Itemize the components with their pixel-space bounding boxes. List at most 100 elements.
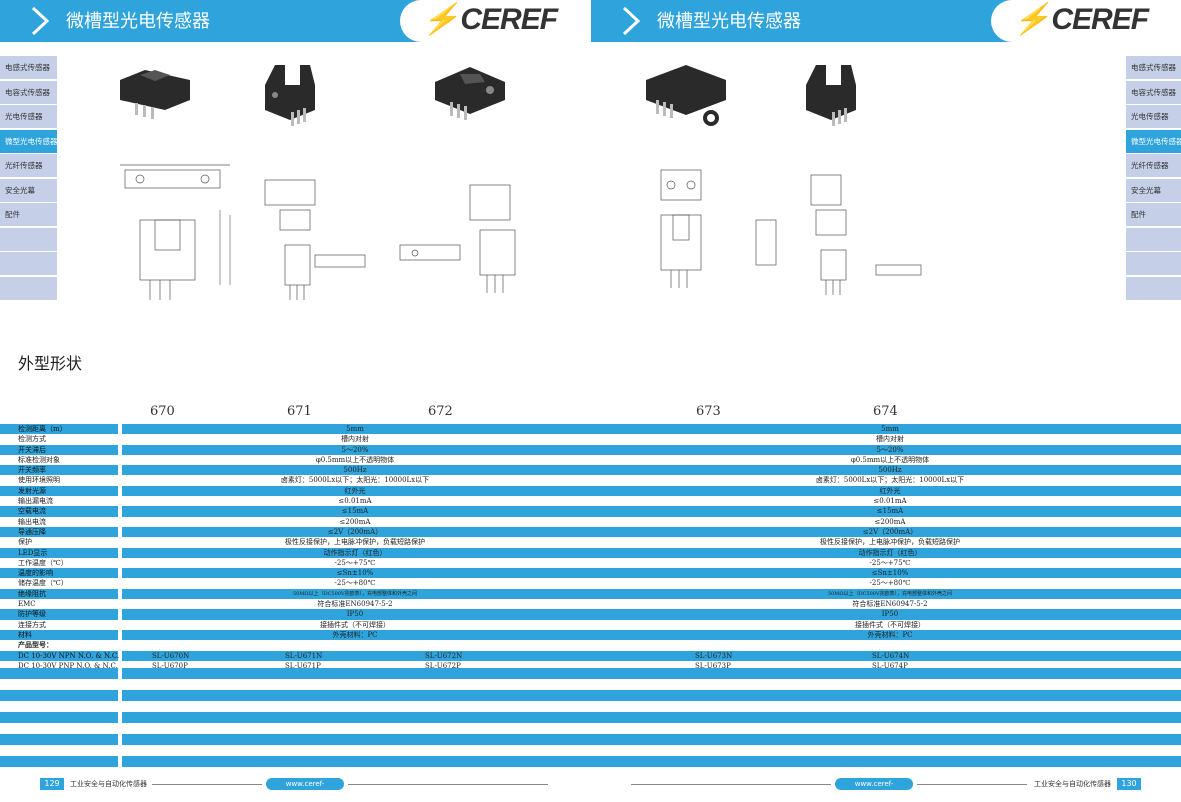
spec-label: 工作温度（℃）: [18, 558, 68, 567]
spec-value: 卤素灯：5000Lx以下；太阳光：10000Lx以下: [815, 476, 965, 485]
sidebar-item[interactable]: 光纤传感器: [1126, 154, 1181, 177]
part-number: SL-U674P: [872, 661, 908, 670]
spec-value: 5mm: [346, 425, 364, 433]
chevron-right-icon: [31, 6, 50, 36]
model-label: 671: [287, 404, 312, 419]
part-row: DC 10-30V NPN N.O. & N.C. SL-U670N SL-U6…: [0, 650, 1181, 661]
spec-row: 储存温度（℃）-25～+80℃-25～+80℃: [0, 578, 1181, 589]
spec-value: 极性反接保护，上电脉冲保护，负载短路保护: [820, 538, 960, 547]
sidebar-item[interactable]: 安全光幕: [0, 178, 57, 202]
spec-label: 保护: [18, 538, 32, 547]
sidebar-item[interactable]: 配件: [1126, 203, 1181, 226]
dimension-drawing-674: [810, 174, 922, 295]
spec-label: 空载电流: [18, 507, 46, 516]
spec-value: 槽内对射: [341, 435, 369, 444]
spec-row: 工作温度（℃）-25～+75℃-25～+75℃: [0, 557, 1181, 569]
sidebar-item-active[interactable]: 微型光电传感器: [0, 129, 57, 153]
spec-value: 槽内对射: [876, 435, 904, 444]
product-photo-674: [806, 65, 856, 126]
spec-label: 导通压降: [18, 527, 46, 536]
page-header: 微槽型光电传感器 ⚡CEREF: [591, 0, 1181, 42]
product-photo-671: [265, 65, 315, 126]
spec-label: 绝缘阻抗: [18, 589, 46, 598]
page-number: 130: [1117, 778, 1141, 790]
spec-row: 输出电流≤200mA≤200mA: [0, 516, 1181, 527]
page-header: 微槽型光电传感器 ⚡CEREF: [0, 0, 590, 42]
sidebar-item-empty[interactable]: [0, 227, 57, 251]
footer-divider: [348, 784, 548, 785]
logo-box: ⚡CEREF: [400, 0, 590, 42]
spec-value: 500Hz: [878, 466, 902, 475]
spec-row: 连接方式接插件式（不可焊接）接插件式（不可焊接）: [0, 619, 1181, 630]
product-photo-672: [435, 67, 505, 120]
spec-value: -25～+75℃: [869, 558, 911, 567]
footer-url[interactable]: www.ceref-electric.com: [835, 778, 913, 800]
sidebar-item[interactable]: 配件: [0, 203, 57, 226]
product-header: 产品型号：: [18, 640, 53, 650]
sidebar-left: 电感式传感器 电容式传感器 光电传感器 微型光电传感器 光纤传感器 安全光幕 配…: [0, 56, 57, 301]
sidebar-item-empty[interactable]: [1126, 252, 1181, 275]
model-label: 674: [873, 404, 898, 419]
part-number: SL-U672P: [425, 661, 461, 670]
part-number: SL-U670P: [152, 661, 188, 670]
sidebar-item[interactable]: 电容式传感器: [0, 80, 57, 104]
footer-slogan: 工业安全与自动化传感器: [70, 780, 147, 788]
spec-value: 外壳材料：PC: [867, 630, 913, 639]
header-title: 微槽型光电传感器: [66, 11, 210, 32]
sidebar-item[interactable]: 安全光幕: [1126, 178, 1181, 202]
sidebar-item[interactable]: 光电传感器: [1126, 105, 1181, 128]
part-number: SL-U671N: [285, 651, 323, 660]
sidebar-item[interactable]: 光电传感器: [0, 105, 57, 128]
spec-value: ≤200mA: [339, 517, 371, 526]
spec-value: ≤2V（200mA）: [862, 527, 918, 536]
spec-label: 温度的影响: [18, 569, 53, 578]
spec-label: 使用环境照明: [18, 476, 60, 485]
model-label: 672: [428, 404, 453, 419]
sidebar-item-empty[interactable]: [1126, 276, 1181, 300]
product-header-row: 产品型号：: [0, 640, 1181, 651]
spec-row: 输出漏电流≤0.01mA≤0.01mA: [0, 496, 1181, 507]
right-page: 微槽型光电传感器 ⚡CEREF 电感式传感器 电容式传感器 光电传感器 微型光电…: [591, 0, 1181, 800]
sidebar-item-active[interactable]: 微型光电传感器: [1126, 129, 1181, 153]
spec-value: IP50: [881, 610, 899, 619]
spec-value: -25～+80℃: [869, 579, 911, 588]
spec-value: 5～20%: [341, 445, 369, 454]
empty-table-row: [0, 756, 1181, 767]
spec-value: ≤200mA: [874, 517, 906, 526]
footer-url[interactable]: www.ceref-electric.com: [266, 778, 344, 800]
spec-value: ≤Sn±10%: [871, 569, 909, 578]
spec-label: 开关滞后: [18, 445, 46, 454]
footer-left: 129 工业安全与自动化传感器 www.ceref-electric.com: [0, 776, 590, 800]
dimension-drawing-672: [399, 184, 516, 293]
spec-label: 材料: [18, 630, 32, 639]
spec-value: 红外光: [879, 486, 901, 495]
product-photo-673: [646, 65, 726, 126]
spec-value: ≤15mA: [341, 507, 369, 516]
sidebar-item[interactable]: 电感式传感器: [0, 56, 57, 79]
spec-value: -25～+80℃: [334, 579, 376, 588]
spec-value: 50MΩ以上（DC500V兆欧表），充电部整体和外壳之间: [292, 590, 418, 597]
sidebar-item[interactable]: 电容式传感器: [1126, 80, 1181, 104]
dimension-drawing-670: [120, 164, 231, 300]
part-number: SL-U674N: [872, 651, 910, 660]
spec-row: 导通压降≤2V（200mA）≤2V（200mA）: [0, 526, 1181, 538]
sidebar-item-empty[interactable]: [0, 276, 57, 300]
model-label: 670: [150, 404, 175, 419]
sidebar-item[interactable]: 电感式传感器: [1126, 56, 1181, 79]
footer-slogan: 工业安全与自动化传感器: [1034, 780, 1111, 788]
spec-label: 发射光源: [18, 486, 46, 495]
footer-divider: [917, 784, 1027, 785]
spec-label: 标准检测对象: [18, 455, 60, 464]
sidebar-item[interactable]: 光纤传感器: [0, 154, 57, 177]
footer-divider: [631, 784, 831, 785]
spec-value: 符合标准EN60947-5-2: [317, 600, 393, 609]
sidebar-item-empty[interactable]: [1126, 227, 1181, 251]
sidebar-item-empty[interactable]: [0, 252, 57, 275]
footer-divider: [152, 784, 262, 785]
